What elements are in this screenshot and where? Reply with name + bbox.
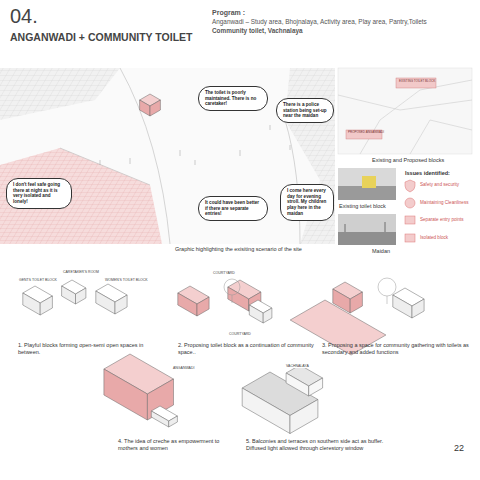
road [60,68,300,244]
photo-maidan [338,214,396,245]
block-face [76,288,86,304]
block-face [412,299,424,318]
block-face [350,292,362,313]
issue-icon [405,180,415,242]
settlement-hatch [0,148,162,244]
photo-existing-toilet [338,168,396,200]
page-number-heading: 04. [10,4,38,28]
speech-bubble: I don't feel safe going there at night a… [6,178,72,209]
block-face [115,295,127,314]
block-face [169,416,178,427]
built-fabric [0,68,120,120]
label: 5. Balconies and terraces on southern si… [246,438,396,451]
speech-bubble: I come here every day for evening stroll… [280,184,334,221]
bubble-text: It could have been better if there are s… [205,200,261,217]
block-face [290,400,318,434]
label: Existing and Proposed blocks [372,157,444,164]
bubble-text: The toilet is poorly maintained. There i… [205,90,261,107]
block-face [393,295,412,318]
block-face [228,287,249,311]
block-face [40,296,52,315]
speech-bubble: It could have been better if there are s… [198,196,268,221]
title: ANGANWADI + COMMUNITY TOILET [10,31,193,44]
site-map [338,68,472,154]
label: COURTYARD [228,332,252,336]
toilet-block-photo [362,176,376,188]
block-face [62,286,76,304]
label: 2. Proposing toilet block as a continuat… [178,342,316,355]
label: Isolated block [420,235,475,241]
lamp-posts [100,125,290,165]
label: WOMEN'S TOILET BLOCK [104,278,149,282]
block-face [249,305,263,323]
photo-ground [338,232,396,245]
block-face [178,293,197,316]
block-face [286,373,309,396]
label: 22 [454,443,464,454]
label: Safety and security [420,182,475,188]
label: Graphic highlighting the exisiting scena… [175,246,302,253]
label: Maidan [372,248,390,255]
bubble-text: There is a police station being set-up n… [283,102,327,119]
label: VACHNALAYA [285,364,310,368]
photo-ground [338,186,396,200]
tree [224,278,396,304]
photo-tree [345,222,385,232]
label: Program : [212,9,245,17]
label: Existing toilet block [339,203,386,210]
block-face [309,378,323,396]
label: Separate entry points [420,217,475,223]
block-face [104,369,147,420]
label: 1. Playful blocks forming open-semi open… [18,342,153,355]
label: CARETAKER'S ROOM [62,270,100,274]
label: ANGANWADI [172,366,195,370]
site-ground [0,68,335,244]
label: 4. The idea of creche as empowerment to … [118,438,240,451]
speech-bubble: The toilet is poorly maintained. There i… [198,86,268,111]
block-face [263,308,272,323]
bubble-text: I come here every day for evening stroll… [287,188,327,217]
block-face [242,388,290,434]
label: Maintaining Cleanliness [420,200,475,206]
block-face [23,293,40,315]
label: Issues identified: [405,170,450,177]
block-face [151,411,168,427]
map-road [338,80,472,154]
block-face [96,291,115,314]
speech-bubble: There is a police station being set-up n… [276,98,334,123]
label: EXISTING TOILET BLOCK [399,80,435,84]
block-face [333,289,350,313]
block-face [197,297,209,316]
bubble-text: I don't feel safe going there at night a… [13,182,65,205]
label: COURTYARD [212,271,236,275]
block-face [140,100,150,116]
label: Anganwadi – Study area, Bhojnalaya, Acti… [212,18,474,26]
block-face [150,100,160,116]
label: Community toilet, Vachnalaya [212,27,303,35]
label: PROPOSED ANGANWADI [348,131,384,135]
label: GENTS TOILET BLOCK [18,278,58,282]
label: 3. Proposing a space for community gathe… [322,342,474,355]
existing-block [396,78,436,88]
